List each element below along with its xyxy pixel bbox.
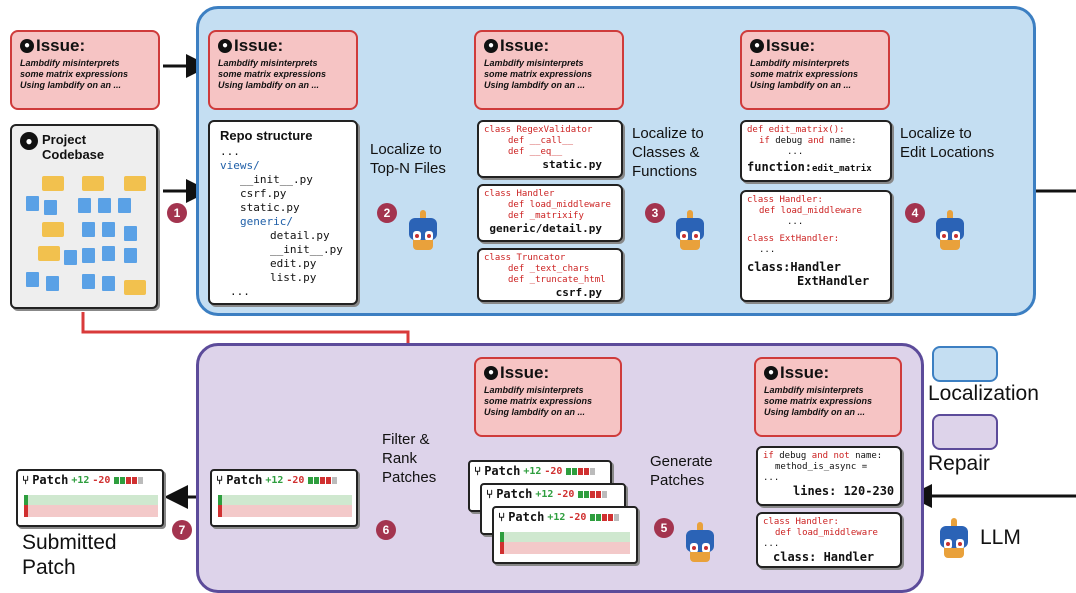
step-badge-5: 5	[654, 518, 674, 538]
issue-card-input: ●Issue: Lambdify misinterprets some matr…	[10, 30, 160, 110]
file-icon	[118, 198, 131, 213]
edit-lines-card: if debug and not name: method_is_async =…	[756, 446, 902, 506]
file-icon	[78, 198, 91, 213]
llm-robot-icon	[405, 210, 441, 250]
function-card: def edit_matrix(): if debug and name: ..…	[740, 120, 892, 182]
github-icon: ●	[20, 132, 38, 150]
issue-card-loc-1: ●Issue: Lambdify misinterprets some matr…	[208, 30, 358, 110]
label-localize-classes: Localize to Classes & Functions	[632, 125, 704, 180]
file-icon	[102, 246, 115, 261]
file-icon	[102, 222, 115, 237]
folder-icon	[82, 176, 104, 191]
edit-class-card: class Handler: def load_middleware ... c…	[756, 512, 902, 568]
github-icon: ●	[218, 39, 232, 53]
patch-card-submitted: ⑂Patch+12-20	[16, 469, 164, 527]
label-generate: Generate Patches	[650, 453, 713, 489]
label-filter-rank: Filter & Rank Patches	[382, 431, 437, 486]
legend-swatch-localization	[932, 346, 998, 382]
patch-card-candidate-3: ⑂Patch+12-20	[492, 506, 638, 564]
file-icon	[82, 222, 95, 237]
repo-title: Repo structure	[220, 128, 313, 143]
git-pr-icon: ⑂	[216, 473, 224, 487]
label-localize-edit: Localize to Edit Locations	[900, 125, 995, 161]
legend-localization: Localization	[928, 382, 1039, 405]
llm-robot-icon	[932, 210, 968, 250]
git-pr-icon: ⑂	[498, 510, 506, 524]
file-tree-grid	[20, 176, 152, 304]
folder-icon	[42, 176, 64, 191]
file-icon	[98, 198, 111, 213]
issue-title: Issue:	[36, 36, 86, 55]
git-pr-icon: ⑂	[22, 473, 30, 487]
file-card-csrf: class Truncator def _text_chars def _tru…	[477, 248, 623, 302]
project-codebase-card: ● Project Codebase	[10, 124, 158, 309]
file-card-static: class RegexValidator def __call__ def __…	[477, 120, 623, 178]
file-icon	[82, 274, 95, 289]
issue-card-repair-2: ●Issue: Lambdify misinterprets some matr…	[754, 357, 902, 437]
folder-icon	[124, 280, 146, 295]
github-icon: ●	[764, 366, 778, 380]
github-icon: ●	[20, 39, 34, 53]
repo-structure-card: Repo structure ... views/ __init__.py cs…	[208, 120, 358, 305]
file-icon	[26, 272, 39, 287]
file-icon	[124, 248, 137, 263]
issue-card-loc-3: ●Issue: Lambdify misinterprets some matr…	[740, 30, 890, 110]
file-icon	[102, 276, 115, 291]
diff-remove-bar	[500, 542, 630, 554]
step-badge-3: 3	[645, 203, 665, 223]
folder-icon	[38, 246, 60, 261]
step-badge-4: 4	[905, 203, 925, 223]
label-localize-files: Localize to Top-N Files	[370, 141, 446, 177]
llm-robot-icon	[682, 522, 718, 562]
step-badge-2: 2	[377, 203, 397, 223]
file-icon	[64, 250, 77, 265]
git-pr-icon: ⑂	[474, 464, 482, 478]
class-card: class Handler: def load_middleware ... c…	[740, 190, 892, 302]
file-icon	[44, 200, 57, 215]
file-path: csrf.py	[555, 286, 602, 299]
issue-body: Lambdify misinterprets some matrix expre…	[20, 58, 129, 90]
file-path: static.py	[542, 158, 602, 171]
issue-card-repair-1: ●Issue: Lambdify misinterprets some matr…	[474, 357, 622, 437]
patch-card-ranked: ⑂Patch+12-20	[210, 469, 358, 527]
file-icon	[82, 248, 95, 263]
file-card-detail: class Handler def load_middleware def _m…	[477, 184, 623, 242]
legend-repair: Repair	[928, 452, 990, 475]
folder-icon	[124, 176, 146, 191]
diff-add-bar	[500, 532, 630, 542]
step-badge-1: 1	[167, 203, 187, 223]
legend-swatch-repair	[932, 414, 998, 450]
llm-robot-icon	[936, 518, 972, 558]
project-title: Project Codebase	[42, 132, 105, 162]
git-pr-icon: ⑂	[486, 487, 494, 501]
step-badge-6: 6	[376, 520, 396, 540]
file-icon	[124, 226, 137, 241]
legend-llm: LLM	[980, 526, 1021, 549]
file-icon	[46, 276, 59, 291]
folder-icon	[42, 222, 64, 237]
issue-card-loc-2: ●Issue: Lambdify misinterprets some matr…	[474, 30, 624, 110]
github-icon: ●	[750, 39, 764, 53]
label-submitted: Submitted Patch	[22, 531, 117, 579]
llm-robot-icon	[672, 210, 708, 250]
repo-tree: ... views/ __init__.py csrf.py static.py…	[220, 145, 343, 298]
file-path: generic/detail.py	[489, 222, 602, 235]
github-icon: ●	[484, 39, 498, 53]
github-icon: ●	[484, 366, 498, 380]
file-icon	[26, 196, 39, 211]
step-badge-7: 7	[172, 520, 192, 540]
